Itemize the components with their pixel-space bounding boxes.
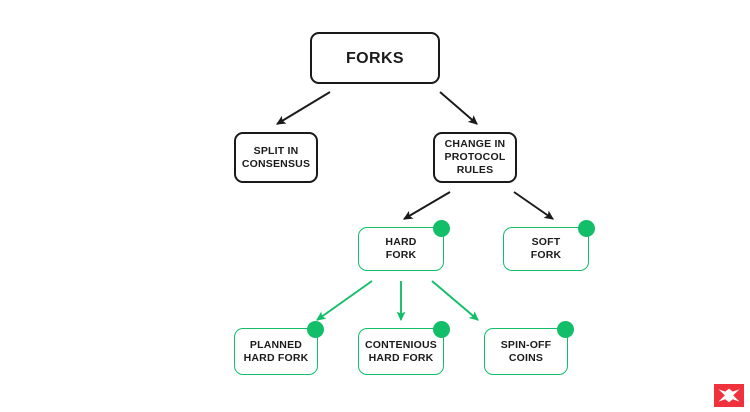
- node-label-forks: FORKS: [346, 49, 404, 67]
- edge-hard-to-spinoff: [431, 280, 479, 321]
- edge-change-to-soft: [513, 191, 554, 220]
- node-label-split-in-consensus: SPLIT IN CONSENSUS: [241, 144, 311, 170]
- node-soft-fork[interactable]: SOFT FORK: [503, 227, 589, 271]
- edge-hard-to-planned: [316, 280, 373, 321]
- node-label-soft-fork: SOFT FORK: [530, 236, 562, 261]
- node-hard-fork[interactable]: HARD FORK: [358, 227, 444, 271]
- status-badge-soft-fork: [578, 220, 595, 237]
- node-label-hard-fork: HARD FORK: [385, 236, 417, 261]
- edge-forks-to-split: [276, 91, 331, 125]
- edge-change-to-hard: [403, 191, 451, 220]
- status-badge-contenious-hard-fork: [433, 321, 450, 338]
- node-change-in-protocol-rules[interactable]: CHANGE IN PROTOCOL RULES: [433, 132, 517, 183]
- x-mark-logo: [714, 384, 744, 407]
- status-badge-planned-hard-fork: [307, 321, 324, 338]
- status-badge-spin-off-coins: [557, 321, 574, 338]
- status-badge-hard-fork: [433, 220, 450, 237]
- node-planned-hard-fork[interactable]: PLANNED HARD FORK: [234, 328, 318, 375]
- node-spin-off-coins[interactable]: SPIN-OFF COINS: [484, 328, 568, 375]
- edge-forks-to-change: [439, 91, 478, 125]
- node-forks[interactable]: FORKS: [310, 32, 440, 84]
- node-label-planned-hard-fork: PLANNED HARD FORK: [243, 338, 309, 364]
- node-label-contenious-hard-fork: CONTENIOUS HARD FORK: [364, 338, 437, 364]
- node-label-spin-off-coins: SPIN-OFF COINS: [500, 338, 552, 364]
- node-contenious-hard-fork[interactable]: CONTENIOUS HARD FORK: [358, 328, 444, 375]
- node-label-change-in-protocol-rules: CHANGE IN PROTOCOL RULES: [444, 138, 506, 176]
- node-split-in-consensus[interactable]: SPLIT IN CONSENSUS: [234, 132, 318, 183]
